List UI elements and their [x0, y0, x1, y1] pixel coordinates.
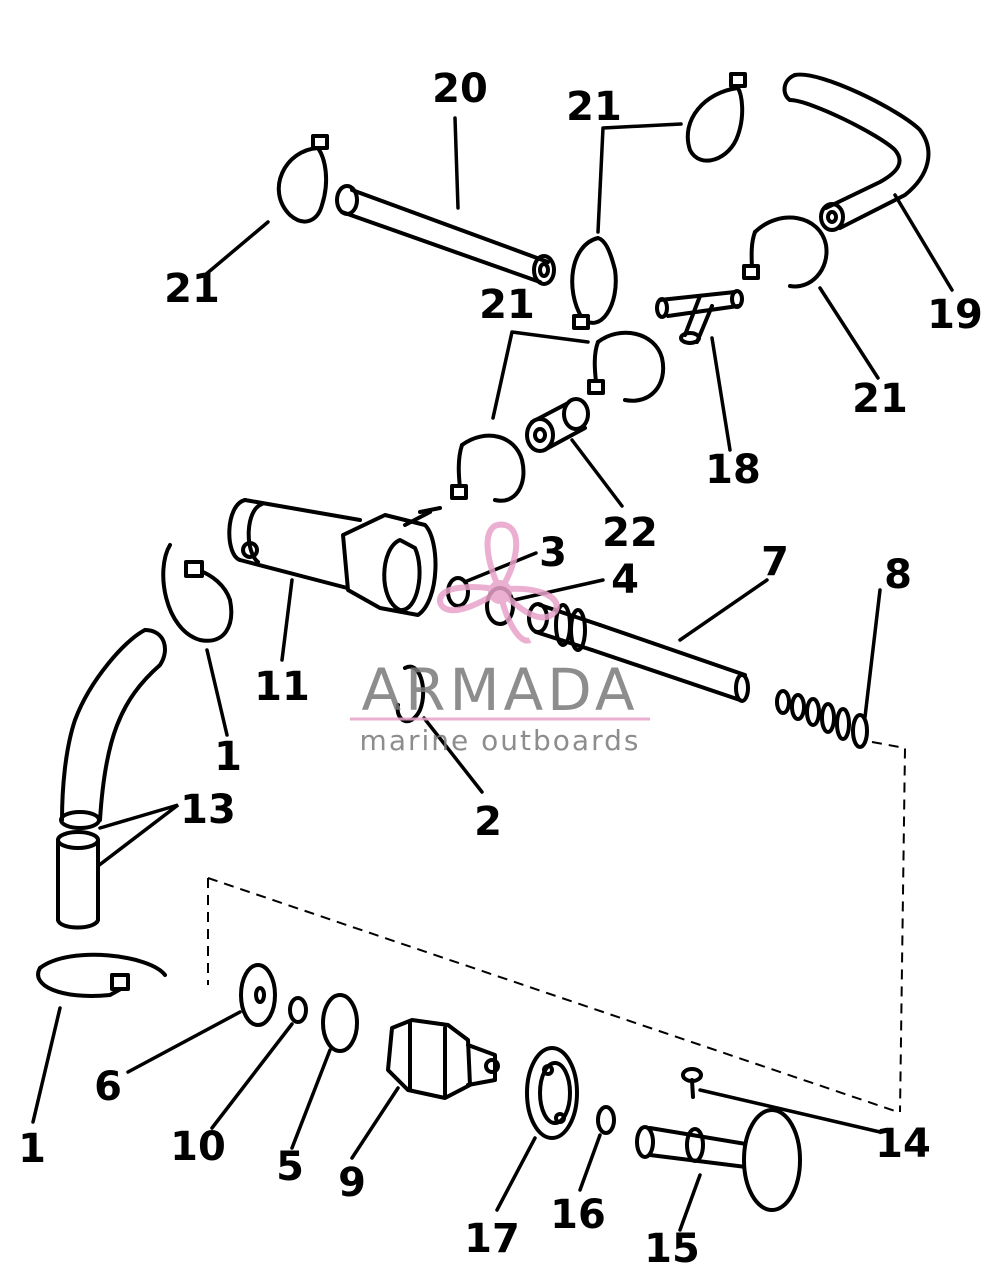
- part-5-seal: [321, 993, 359, 1053]
- callout-19: 19: [927, 292, 983, 338]
- part-17-bezel: [525, 1046, 579, 1140]
- callout-22: 22: [602, 510, 658, 556]
- part-6-washer: [239, 963, 277, 1027]
- part-13-hose-upper: [59, 628, 167, 830]
- callout-3: 3: [539, 530, 567, 576]
- callout-numbers: 20 21 21 19 21 21 18 22 3 4 7 8 11 1 13 …: [18, 66, 983, 1270]
- part-8-spring: [775, 689, 869, 749]
- part-15-knob: [635, 1108, 802, 1212]
- part-19-elbow-hose: [782, 72, 931, 232]
- part-21-clamp-right: [742, 215, 829, 289]
- callout-9: 9: [338, 1160, 366, 1206]
- callout-4: 4: [611, 557, 639, 603]
- callout-10: 10: [170, 1124, 226, 1170]
- callout-21-left: 21: [164, 266, 220, 312]
- part-10-o-ring: [288, 996, 308, 1024]
- callout-11: 11: [254, 664, 310, 710]
- callout-14: 14: [875, 1121, 931, 1167]
- watermark-tagline: marine outboards: [360, 724, 641, 757]
- callout-17: 17: [464, 1216, 520, 1262]
- callout-1-upper: 1: [214, 734, 242, 780]
- callout-6: 6: [94, 1064, 122, 1110]
- callout-21-middle: 21: [479, 282, 535, 328]
- callout-7: 7: [761, 539, 789, 585]
- part-14-screw: [681, 1067, 703, 1099]
- callout-15: 15: [644, 1226, 700, 1270]
- callout-5: 5: [276, 1144, 304, 1190]
- part-9-housing-nut: [386, 1018, 500, 1100]
- part-7-plunger: [527, 602, 750, 703]
- part-18-tee-fitting: [655, 289, 744, 345]
- callout-1-lower: 1: [18, 1126, 46, 1172]
- callout-8: 8: [884, 552, 912, 598]
- callout-16: 16: [550, 1192, 606, 1238]
- watermark-brand: ARMADA: [361, 656, 638, 724]
- part-13-hose-lower: [56, 830, 100, 930]
- leader-lines: [31, 116, 954, 1232]
- part-1-clamp-lower: [36, 952, 167, 998]
- part-21-clamp-top: [685, 72, 747, 163]
- callout-21-right: 21: [852, 376, 908, 422]
- callout-13: 13: [180, 787, 236, 833]
- callout-21-top: 21: [566, 84, 622, 130]
- armada-watermark: ARMADA marine outboards: [350, 521, 650, 757]
- part-11-primer-body: [227, 498, 442, 617]
- assembly-dashed-lines: [207, 741, 907, 1113]
- part-22-coupler-sleeve: [525, 397, 590, 453]
- part-16-o-ring: [596, 1105, 616, 1135]
- part-20-hose: [335, 184, 556, 286]
- part-2-retaining-clip: [395, 664, 426, 724]
- propeller-logo-icon: [437, 521, 560, 644]
- part-21-clamp-left: [276, 134, 329, 224]
- callout-2: 2: [474, 799, 502, 845]
- part-21-clamp-middle: [570, 236, 618, 330]
- callout-18: 18: [705, 447, 761, 493]
- part-1-clamp-upper: [161, 543, 234, 643]
- callout-20: 20: [432, 66, 488, 112]
- part-21-clamp-lower-right: [587, 330, 666, 403]
- part-21-clamp-lower-left: [450, 433, 526, 503]
